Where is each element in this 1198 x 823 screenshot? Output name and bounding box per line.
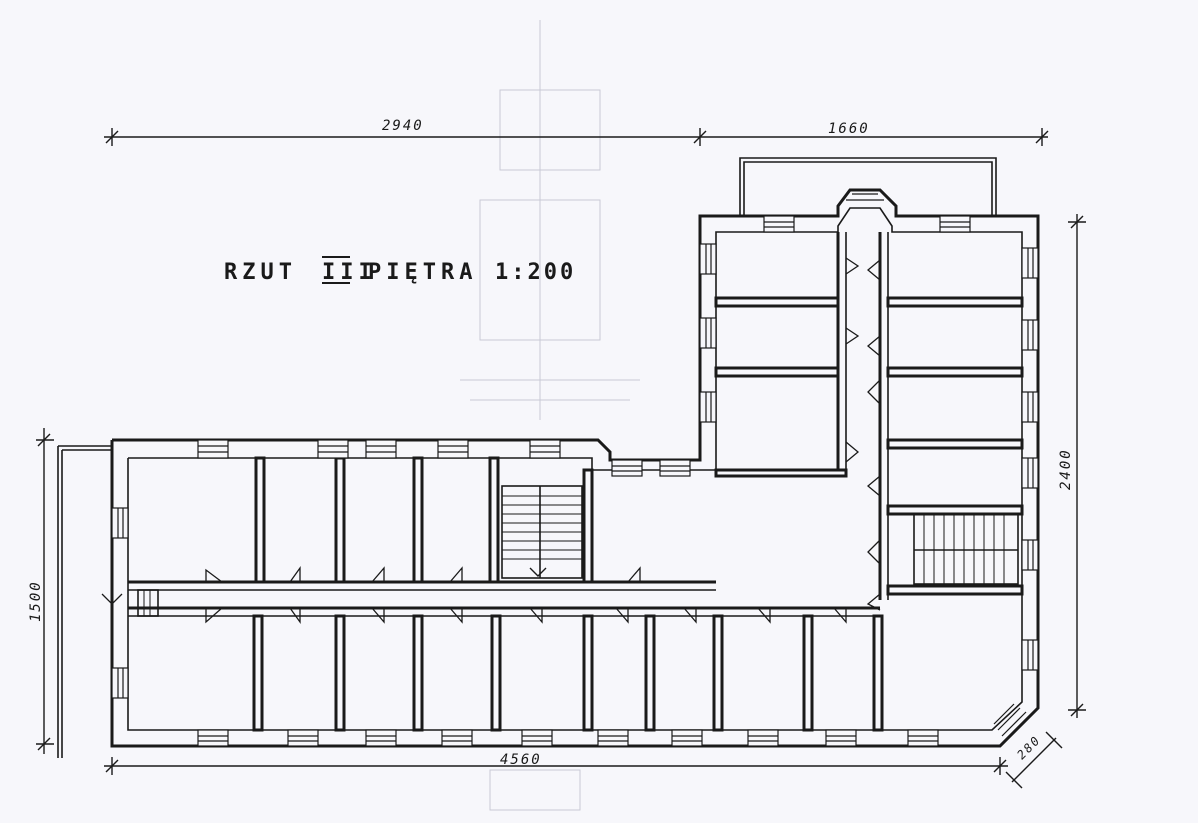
drawing-title: RZUT III PIĘTRA 1:200 — [224, 256, 576, 285]
windows — [111, 193, 1039, 747]
dim-label-bottom: 4560 — [500, 752, 542, 768]
dimension-bottom: 4560 — [104, 752, 1008, 775]
dimension-right: 2400 — [1058, 214, 1086, 718]
dim-label-right: 2400 — [1058, 448, 1074, 490]
title-prefix: RZUT — [224, 260, 297, 285]
stair-west — [501, 485, 583, 579]
stair-west-entry — [137, 589, 159, 617]
dim-label-corner: 280 — [1014, 733, 1043, 762]
dimension-top: 2940 1660 — [104, 118, 1049, 146]
title-scale: 1:200 — [495, 260, 576, 285]
dim-label-top-left: 2940 — [382, 118, 424, 134]
dimension-left: 1500 — [28, 428, 112, 758]
building-outline — [110, 157, 1040, 748]
east-wing-walls — [714, 232, 1024, 600]
dim-label-left: 1500 — [28, 580, 44, 622]
stair-east — [913, 513, 1019, 585]
dimension-corner: 280 — [1005, 731, 1063, 789]
title-suffix: PIĘTRA — [368, 260, 477, 285]
west-wing-walls — [128, 456, 884, 732]
dim-label-top-right: 1660 — [828, 121, 870, 137]
title-floor-number: III — [322, 260, 377, 285]
bleed-through-marks — [460, 20, 640, 811]
doors — [101, 257, 881, 625]
corner-window — [993, 703, 1027, 737]
